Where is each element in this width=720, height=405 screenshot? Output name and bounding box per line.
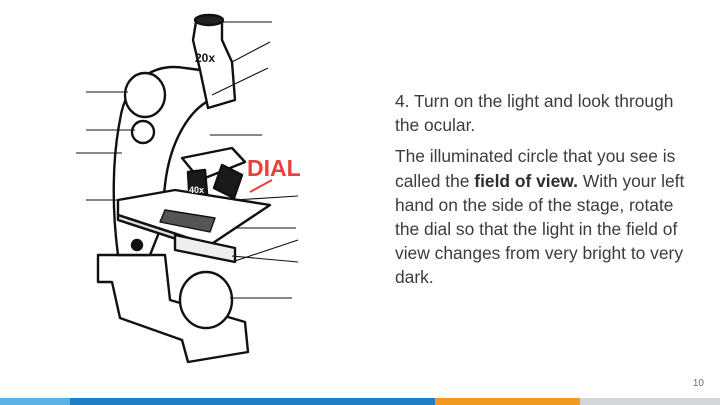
step-description: The illuminated circle that you see is c…	[395, 144, 695, 289]
leader-line	[211, 67, 269, 96]
microscope-figure: 20x 40x DIAL	[76, 13, 301, 364]
microscope-illustration: 20x 40x DIAL	[76, 13, 301, 364]
microscope-base	[96, 253, 250, 364]
description-rest: With your left hand on the side of the s…	[395, 170, 685, 288]
bar-segment-light-blue	[0, 398, 70, 405]
fine-focus-knob	[130, 119, 156, 145]
field-of-view-term: field of view.	[474, 170, 578, 191]
page-number: 10	[692, 378, 704, 389]
dial-label: DIAL	[247, 155, 301, 181]
objective-40x-label: 40x	[189, 185, 204, 195]
condenser	[173, 233, 237, 264]
objective-right	[212, 163, 244, 200]
slide-clip	[159, 209, 216, 233]
stage-knob	[130, 238, 144, 252]
eyepiece-tube	[191, 20, 237, 110]
bar-segment-orange	[435, 398, 580, 405]
description-intro: The illuminated circle that you see is c…	[395, 146, 676, 191]
leader-line	[231, 239, 299, 263]
footer-color-bar	[0, 398, 720, 405]
light-dial-knob	[178, 270, 234, 330]
step-heading: 4. Turn on the light and look through th…	[395, 91, 674, 136]
instruction-text: 4. Turn on the light and look through th…	[395, 89, 695, 290]
ocular-top	[193, 13, 225, 27]
leader-line	[234, 195, 299, 201]
leader-line	[231, 255, 299, 263]
coarse-focus-knob	[123, 71, 167, 119]
dial-pointer	[249, 179, 273, 193]
bar-segment-blue	[70, 398, 435, 405]
leader-line	[231, 41, 271, 63]
bar-segment-gray	[580, 398, 720, 405]
objective-20x-label: 20x	[195, 51, 215, 65]
